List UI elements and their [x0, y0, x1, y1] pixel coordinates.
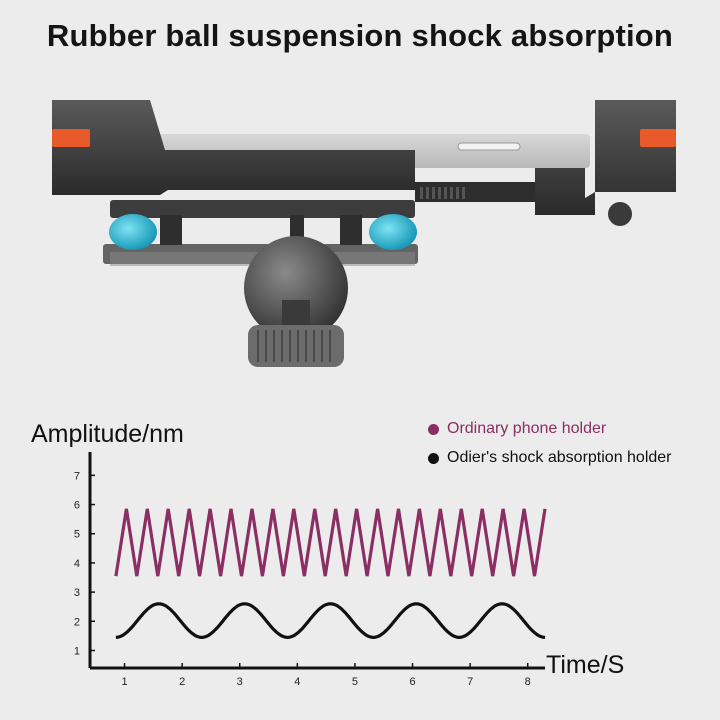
y-tick-label: 7	[74, 470, 80, 482]
legend-label-odier: Odier's shock absorption holder	[447, 449, 672, 466]
holder-body	[52, 100, 415, 195]
y-tick-label: 1	[74, 645, 80, 657]
right-rubber-ball	[369, 214, 417, 250]
x-tick-label: 2	[179, 676, 185, 688]
y-tick-label: 4	[74, 558, 80, 570]
knurled-nut	[248, 325, 344, 367]
x-tick-label: 6	[409, 676, 415, 688]
x-tick-label: 1	[121, 676, 127, 688]
legend-item-odier: Odier's shock absorption holder	[428, 449, 672, 467]
x-tick-label: 5	[352, 676, 358, 688]
legend-item-ordinary: Ordinary phone holder	[428, 420, 606, 438]
ball-joint	[244, 236, 348, 340]
right-orange-light	[640, 129, 676, 147]
x-tick-label: 7	[467, 676, 473, 688]
series-line-odier	[115, 602, 546, 640]
series-line-ordinary	[114, 508, 547, 577]
phone-button	[457, 142, 521, 151]
y-tick-label: 5	[74, 529, 80, 541]
upper-base-plate	[110, 200, 415, 218]
y-axis-label: Amplitude/nm	[31, 420, 184, 448]
left-orange-light	[52, 129, 90, 147]
knurl-lines	[257, 330, 331, 362]
y-tick-label: 2	[74, 616, 80, 628]
y-tick-label: 6	[74, 500, 80, 512]
y-tick-label: 3	[74, 587, 80, 599]
x-axis-label: Time/S	[546, 651, 625, 679]
x-tick-label: 8	[525, 676, 531, 688]
right-knob	[608, 202, 632, 226]
holder-right-arm	[535, 100, 676, 215]
legend-dot-ordinary	[428, 423, 439, 435]
phone-holder-product-image	[52, 100, 676, 367]
page-title: Rubber ball suspension shock absorption	[46, 18, 674, 53]
x-tick-label: 3	[237, 676, 243, 688]
legend-label-ordinary: Ordinary phone holder	[447, 420, 607, 437]
legend-dot-odier	[428, 452, 439, 464]
left-rubber-ball	[109, 214, 157, 250]
gear-teeth	[420, 187, 465, 199]
x-tick-label: 4	[294, 676, 300, 688]
